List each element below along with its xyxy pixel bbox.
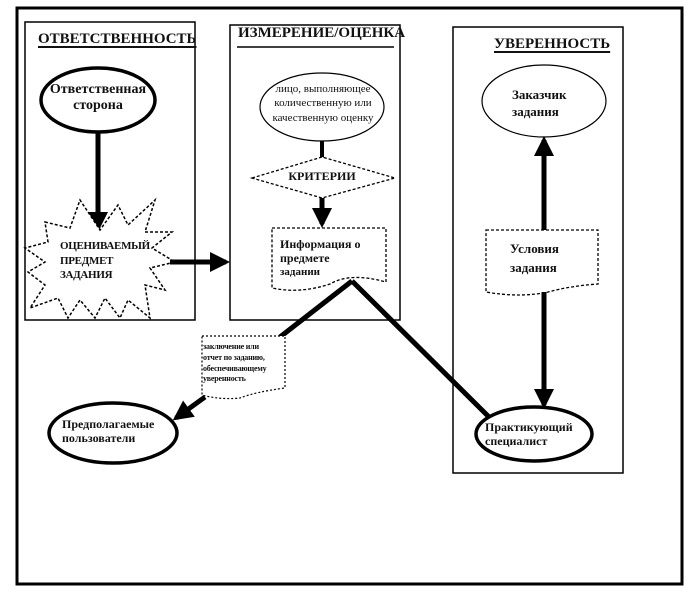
panel-responsibility [24,21,196,321]
evaluator-label: лицо, выполняющее количественную или кач… [262,82,384,125]
subject-matter-label: ОЦЕНИВАЕМЫЙ ПРЕДМЕТ ЗАДАНИЯ [60,240,150,282]
practitioner-line2: специалист [485,433,548,448]
subject-matter-line1: ОЦЕНИВАЕМЫЙ [60,240,150,252]
practitioner-node [474,405,594,463]
subject-info-line2: предмете [280,250,330,265]
panel-measurement [229,24,401,321]
subject-info-line3: задании [280,265,320,278]
engaging-party-label: Заказчик задания [512,87,567,120]
engagement-terms-document [485,229,599,296]
subject-matter-line2: ПРЕДМЕТ [60,254,114,267]
responsible-party-line2: сторона [73,98,123,114]
subject-matter-starburst [23,197,177,320]
assurance-report-label: заключение или отчет по заданию, обеспеч… [203,342,267,385]
edge-info-to-practitioner [350,279,492,420]
panel-assurance [452,26,624,474]
column-header-measurement: ИЗМЕРЕНИЕ/ОЦЕНКА [238,25,406,41]
outer-frame [15,6,684,586]
engagement-terms-label: Условия задания [510,241,559,276]
edge-report-to-users [172,394,207,421]
subject-matter-line3: ЗАДАНИЯ [60,269,113,282]
column-header-responsibility: ОТВЕТСТВЕННОСТЬ [38,31,197,47]
engagement-terms-line2: задания [510,259,557,275]
evaluator-line3: качественную оценку [272,111,374,124]
responsible-party-line1: Ответственная [49,82,147,97]
responsible-party-label: Ответственная сторона [45,82,151,114]
intended-users-line2: пользователи [62,430,136,445]
evaluator-line1: лицо, выполняющее [275,83,371,95]
engagement-terms-line1: Условия [510,241,559,256]
practitioner-label: Практикующий специалист [485,420,573,449]
intended-users-node [47,401,179,465]
engaging-party-line2: задания [512,103,559,119]
intended-users-line1: Предполагаемые [62,417,155,431]
practitioner-line1: Практикующий [485,420,573,434]
engaging-party-line1: Заказчик [512,87,567,102]
criteria-diamond [249,156,398,199]
edge-info-to-report [278,279,354,339]
assurance-report-line4: уверенность [203,374,246,384]
assurance-report-line3: обеспечивающему [203,363,267,373]
subject-info-document [271,227,387,291]
responsible-party-node [39,66,157,134]
subject-info-line1: Информация о [280,237,361,251]
evaluator-line2: количественную или [274,97,372,110]
subject-info-label: Информация о предмете задании [280,237,361,278]
assurance-report-line1: заключение или [203,342,259,351]
assurance-report-line2: отчет по заданию, [203,352,265,362]
column-header-assurance: УВЕРЕННОСТЬ [494,36,611,52]
criteria-label: КРИТЕРИИ [288,169,356,183]
assurance-report-document [201,335,286,400]
intended-users-label: Предполагаемые пользователи [62,417,155,446]
